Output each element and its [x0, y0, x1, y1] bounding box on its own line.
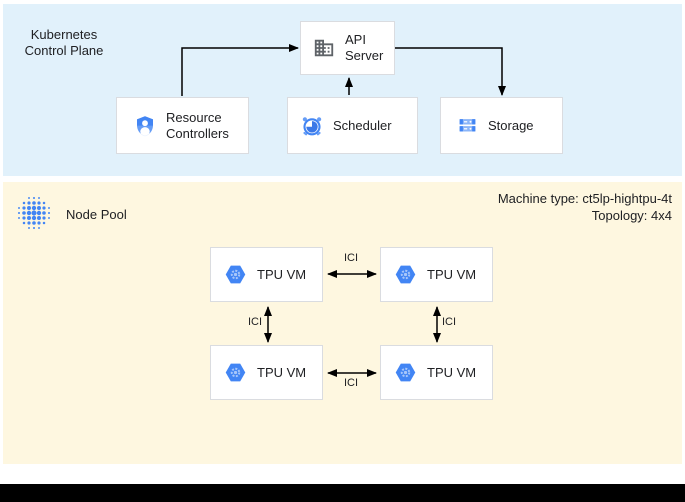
node-label: Storage — [488, 117, 534, 133]
node-label: Resource Controllers — [166, 109, 229, 141]
bottom-black-bar — [0, 484, 685, 502]
tpu-hexagon-icon — [394, 263, 417, 286]
tpu-hexagon-icon — [224, 263, 247, 286]
node-pool-dots-icon — [17, 196, 51, 235]
node-scheduler: Scheduler — [287, 97, 418, 154]
machine-type-text: Machine type: ct5lp-hightpu-4t — [497, 191, 672, 206]
tpu-hexagon-icon — [394, 361, 417, 384]
shield-user-icon — [133, 114, 157, 138]
node-label: Scheduler — [333, 117, 392, 133]
node-label: TPU VM — [257, 364, 307, 380]
node-label: TPU VM — [427, 266, 477, 282]
node-pool-title: Node Pool — [66, 207, 127, 222]
topology-text: Topology: 4x4 — [591, 208, 672, 223]
node-pool-panel — [3, 182, 682, 464]
tpu-hexagon-icon — [224, 361, 247, 384]
server-stack-icon — [456, 114, 479, 137]
node-resource-controllers: Resource Controllers — [116, 97, 249, 154]
ici-label-bottom: ICI — [343, 377, 359, 389]
node-storage: Storage — [440, 97, 563, 154]
node-tpu-vm-top-left: TPU VM — [210, 247, 323, 302]
building-icon — [313, 37, 335, 59]
node-label: TPU VM — [257, 266, 307, 282]
control-plane-title: Kubernetes Control Plane — [24, 27, 104, 58]
node-label: TPU VM — [427, 364, 477, 380]
alarm-clock-icon — [300, 114, 324, 138]
machine-info: Machine type: ct5lp-hightpu-4t Topology:… — [498, 190, 672, 224]
ici-label-left: ICI — [247, 316, 262, 328]
node-tpu-vm-top-right: TPU VM — [380, 247, 493, 302]
ici-label-top: ICI — [343, 252, 359, 264]
ici-label-right: ICI — [442, 316, 457, 328]
node-api-server: API Server — [300, 21, 395, 75]
node-label: API Server — [345, 32, 384, 63]
node-tpu-vm-bottom-left: TPU VM — [210, 345, 323, 400]
node-tpu-vm-bottom-right: TPU VM — [380, 345, 493, 400]
